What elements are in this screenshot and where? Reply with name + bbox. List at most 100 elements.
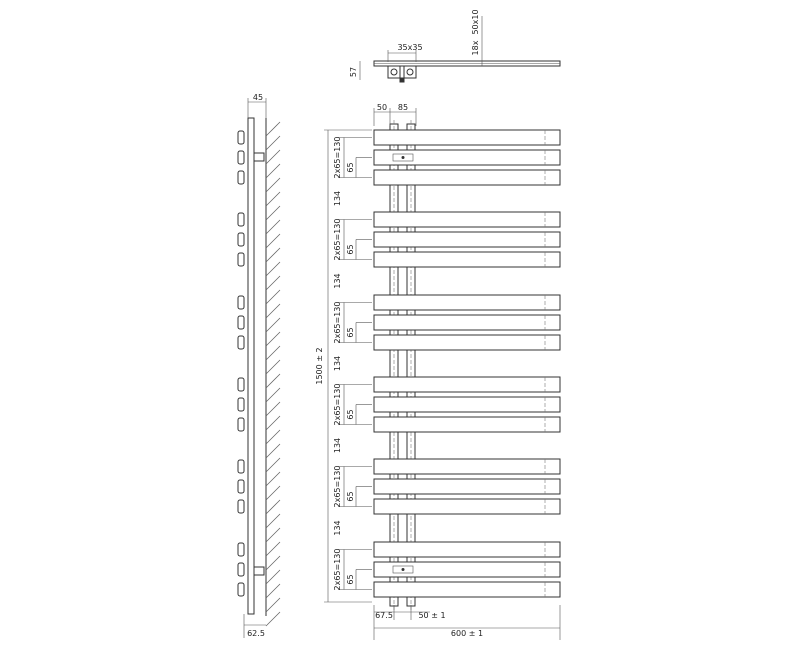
hatch-line bbox=[265, 373, 281, 389]
side-bar-profile bbox=[237, 212, 245, 227]
hatch-line bbox=[265, 233, 281, 249]
hatch-line bbox=[265, 443, 281, 459]
hatch-line bbox=[265, 611, 281, 627]
side-bar-profile bbox=[237, 542, 245, 557]
dim-side-width-label: 45 bbox=[253, 93, 263, 102]
dim-pitch-label: 65 bbox=[346, 327, 355, 337]
dim-thickness-label: 18x bbox=[471, 40, 480, 55]
side-bar-profile bbox=[237, 582, 245, 597]
front-bars bbox=[373, 129, 561, 598]
side-bar-profile bbox=[237, 335, 245, 350]
hatch-line bbox=[265, 135, 281, 151]
dim-group-label: 2x65=130 bbox=[333, 384, 342, 426]
side-bar-profile bbox=[237, 170, 245, 185]
collector-right bbox=[406, 123, 416, 607]
hatch-line bbox=[265, 457, 281, 473]
hatch-line bbox=[265, 219, 281, 235]
dim-pitch-label: 65 bbox=[346, 409, 355, 419]
hatch-line bbox=[265, 303, 281, 319]
hatch-line bbox=[265, 317, 281, 333]
collector-left bbox=[389, 123, 399, 607]
side-bar-profile bbox=[237, 377, 245, 392]
side-bar-profile bbox=[237, 315, 245, 330]
side-view: 45 62.5 bbox=[237, 93, 281, 638]
hatch-line bbox=[265, 289, 281, 305]
dim-pitch-label: 65 bbox=[346, 574, 355, 584]
hatch-line bbox=[265, 191, 281, 207]
towel-bar bbox=[373, 498, 561, 515]
towel-bar bbox=[373, 561, 561, 578]
side-bar-profile bbox=[237, 150, 245, 165]
hatch-line bbox=[265, 569, 281, 585]
side-bar-profile bbox=[237, 130, 245, 145]
dim-total-height-label: 1500 ± 2 bbox=[315, 347, 324, 384]
towel-bar bbox=[373, 149, 561, 166]
dim-total-width-label: 600 ± 1 bbox=[451, 629, 483, 638]
side-bar-profile bbox=[237, 397, 245, 412]
hatch-line bbox=[265, 149, 281, 165]
towel-bar bbox=[373, 231, 561, 248]
group-dimensions: 2x65=130 65 134 2x65=130 65 134 2x65=130 65 134 2… bbox=[333, 137, 372, 591]
dim-bottom-left-label: 67.5 bbox=[375, 611, 393, 620]
dim-left-offset-label: 50 bbox=[377, 103, 387, 112]
hatch-line bbox=[265, 247, 281, 263]
dim-pitch-label: 65 bbox=[346, 162, 355, 172]
hatch-line bbox=[265, 359, 281, 375]
wall-hatching bbox=[265, 121, 281, 627]
bottom-connector bbox=[392, 565, 414, 574]
hatch-line bbox=[265, 275, 281, 291]
hatch-line bbox=[265, 345, 281, 361]
hatch-line bbox=[265, 261, 281, 277]
hatch-line bbox=[265, 527, 281, 543]
side-bars bbox=[237, 130, 245, 597]
hatch-line bbox=[265, 429, 281, 445]
side-tube bbox=[247, 117, 255, 615]
hatch-line bbox=[265, 121, 281, 137]
hatch-line bbox=[265, 583, 281, 599]
side-bar-profile bbox=[237, 252, 245, 267]
side-bar-profile bbox=[237, 562, 245, 577]
towel-bar bbox=[373, 294, 561, 311]
towel-bar bbox=[373, 376, 561, 393]
top-connector bbox=[392, 153, 414, 162]
hatch-line bbox=[265, 485, 281, 501]
dim-group-label: 2x65=130 bbox=[333, 466, 342, 508]
side-bracket-bottom bbox=[253, 566, 265, 576]
dim-group-label: 2x65=130 bbox=[333, 219, 342, 261]
bracket-left bbox=[387, 65, 401, 79]
dim-bottom-pitch-label: 50 ± 1 bbox=[418, 611, 445, 620]
hatch-line bbox=[265, 541, 281, 557]
hatch-line bbox=[265, 499, 281, 515]
towel-bar bbox=[373, 416, 561, 433]
hatch-line bbox=[265, 205, 281, 221]
towel-bar bbox=[373, 314, 561, 331]
side-bar-profile bbox=[237, 295, 245, 310]
hatch-line bbox=[265, 415, 281, 431]
dim-pitch-label: 65 bbox=[346, 244, 355, 254]
top-view: 35x35 57 50x10 18x bbox=[349, 9, 561, 83]
dim-pitch-label: 65 bbox=[346, 491, 355, 501]
towel-bar bbox=[373, 581, 561, 598]
dim-gap-label: 134 bbox=[333, 520, 342, 535]
dim-bracket-label: 35x35 bbox=[397, 43, 422, 52]
dim-group-label: 2x65=130 bbox=[333, 137, 342, 179]
dim-group-label: 2x65=130 bbox=[333, 302, 342, 344]
hatch-line bbox=[265, 401, 281, 417]
side-bar-profile bbox=[237, 232, 245, 247]
hatch-line bbox=[265, 471, 281, 487]
hatch-line bbox=[265, 163, 281, 179]
dim-wall-offset-label: 62.5 bbox=[247, 629, 265, 638]
towel-bar bbox=[373, 396, 561, 413]
towel-bar bbox=[373, 211, 561, 228]
dim-gap-label: 134 bbox=[333, 273, 342, 288]
dim-group-label: 2x65=130 bbox=[333, 549, 342, 591]
dim-gap-label: 134 bbox=[333, 438, 342, 453]
towel-bar bbox=[373, 129, 561, 146]
towel-bar bbox=[373, 541, 561, 558]
bracket-right bbox=[403, 65, 417, 79]
hatch-line bbox=[265, 387, 281, 403]
side-bar-profile bbox=[237, 499, 245, 514]
side-bar-profile bbox=[237, 459, 245, 474]
